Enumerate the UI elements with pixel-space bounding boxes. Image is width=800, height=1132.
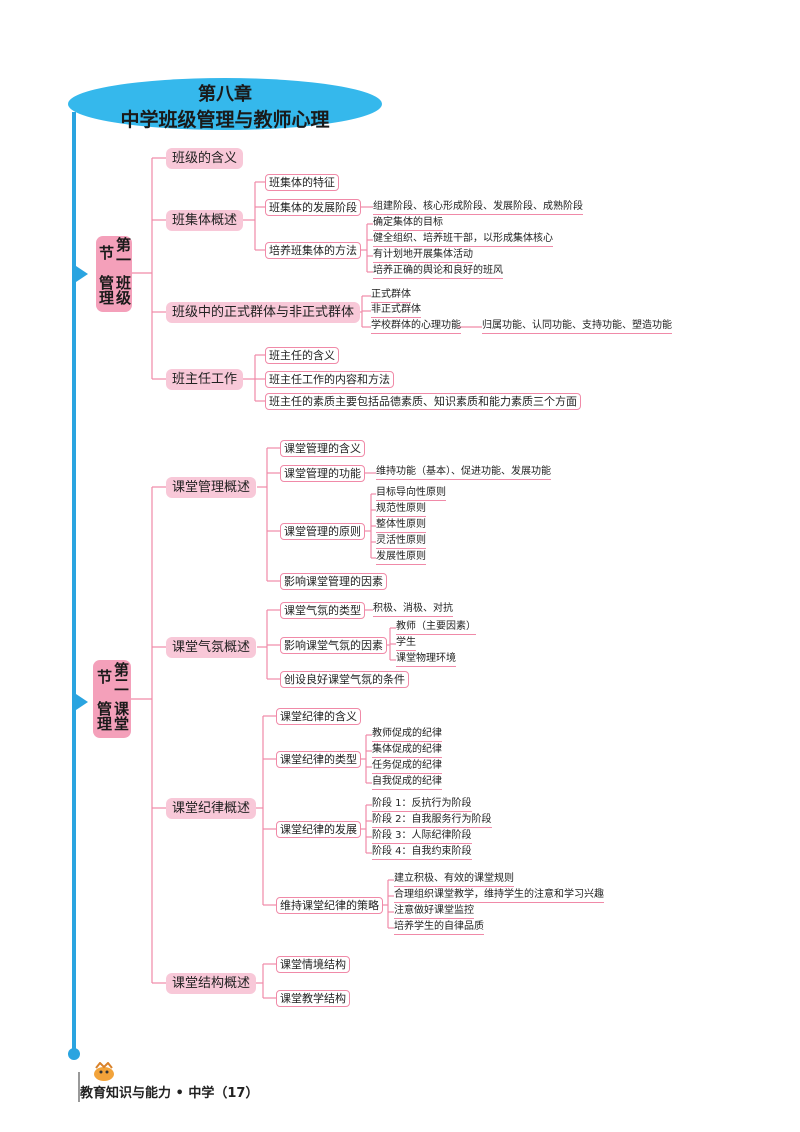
chapter-number: 第八章: [198, 84, 252, 105]
s1-t2-item-1: 班集体的特征: [265, 174, 339, 191]
s2-t1-principle-3: 整体性原则: [376, 518, 426, 533]
s2-t3-type-3: 任务促成的纪律: [372, 759, 442, 774]
s1-t2-method-4: 培养正确的舆论和良好的班风: [373, 264, 503, 279]
section2-box: 课堂管理 第二节: [93, 660, 131, 738]
s2-t1-functions: 维持功能（基本）、促进功能、发展功能: [376, 465, 551, 480]
s2-t2-item-2: 影响课堂气氛的因素: [280, 637, 387, 654]
s1-t3-functions: 归属功能、认同功能、支持功能、塑造功能: [482, 319, 672, 334]
s2-t1-item-3: 课堂管理的原则: [280, 523, 365, 540]
s2-t1-principle-2: 规范性原则: [376, 502, 426, 517]
s2-t4-item-1: 课堂情境结构: [276, 956, 350, 973]
s2-topic-4: 课堂结构概述: [166, 973, 257, 994]
s2-topic-1: 课堂管理概述: [166, 477, 257, 498]
s1-t2-stages: 组建阶段、核心形成阶段、发展阶段、成熟阶段: [373, 200, 583, 215]
s2-t2-factor-2: 学生: [396, 636, 416, 651]
s2-t3-item-3: 课堂纪律的发展: [276, 821, 361, 838]
s2-t3-item-2: 课堂纪律的类型: [276, 751, 361, 768]
s2-t3-strategy-1: 建立积极、有效的课堂规则: [394, 872, 514, 887]
s2-t2-item-1: 课堂气氛的类型: [280, 602, 365, 619]
s2-t1-principle-5: 发展性原则: [376, 550, 426, 565]
footer-divider: [78, 1072, 80, 1102]
s1-topic-2: 班集体概述: [166, 210, 244, 231]
s2-t3-strategy-3: 注意做好课堂监控: [394, 904, 474, 919]
s1-t4-item-1: 班主任的含义: [265, 347, 339, 364]
s1-t2-item-3: 培养班集体的方法: [265, 242, 361, 259]
chapter-title: 第八章 中学班级管理与教师心理: [68, 78, 382, 131]
s2-t2-types: 积极、消极、对抗: [373, 602, 453, 617]
s2-t3-type-2: 集体促成的纪律: [372, 743, 442, 758]
s2-t3-stage-3: 阶段 3：人际纪律阶段: [372, 829, 472, 844]
s1-t2-method-3: 有计划地开展集体活动: [373, 248, 473, 263]
s1-t2-item-2: 班集体的发展阶段: [265, 199, 361, 216]
s1-t3-item-3: 学校群体的心理功能: [371, 319, 461, 334]
s2-t2-factor-3: 课堂物理环境: [396, 652, 456, 667]
s1-t4-item-3: 班主任的素质主要包括品德素质、知识素质和能力素质三个方面: [265, 393, 581, 410]
footer-text: 教育知识与能力 • 中学（17）: [80, 1086, 259, 1101]
s1-t4-item-2: 班主任工作的内容和方法: [265, 371, 394, 388]
s2-t3-stage-2: 阶段 2：自我服务行为阶段: [372, 813, 492, 828]
s2-t1-item-1: 课堂管理的含义: [280, 440, 365, 457]
s2-t3-strategy-4: 培养学生的自律品质: [394, 920, 484, 935]
s2-t3-type-4: 自我促成的纪律: [372, 775, 442, 790]
s2-t1-principle-4: 灵活性原则: [376, 534, 426, 549]
s1-topic-4: 班主任工作: [166, 369, 244, 390]
s1-topic-3: 班级中的正式群体与非正式群体: [166, 302, 361, 323]
section1-arrow-icon: [76, 266, 88, 282]
section2-label: 第二节: [95, 661, 130, 692]
s2-t3-strategy-2: 合理组织课堂教学，维持学生的注意和学习兴趣: [394, 888, 604, 903]
main-spine: [72, 112, 76, 1054]
s2-t2-factor-1: 教师（主要因素）: [396, 620, 476, 635]
s1-t3-item-2: 非正式群体: [371, 303, 421, 318]
section2-name: 课堂管理: [95, 700, 130, 731]
section2-arrow-icon: [76, 694, 88, 710]
s2-t3-type-1: 教师促成的纪律: [372, 727, 442, 742]
s2-t1-item-4: 影响课堂管理的因素: [280, 573, 387, 590]
s2-topic-2: 课堂气氛概述: [166, 637, 257, 658]
s2-t3-stage-1: 阶段 1：反抗行为阶段: [372, 797, 472, 812]
s2-t3-stage-4: 阶段 4：自我约束阶段: [372, 845, 472, 860]
s1-t2-method-2: 健全组织、培养班干部，以形成集体核心: [373, 232, 553, 247]
s2-t1-item-2: 课堂管理的功能: [280, 465, 365, 482]
s1-t2-method-1: 确定集体的目标: [373, 216, 443, 231]
s1-topic-1: 班级的含义: [166, 148, 244, 169]
spine-end-dot: [68, 1048, 80, 1060]
chapter-name: 中学班级管理与教师心理: [120, 109, 330, 131]
s2-t3-item-1: 课堂纪律的含义: [276, 708, 361, 725]
s2-t4-item-2: 课堂教学结构: [276, 990, 350, 1007]
s1-t3-item-1: 正式群体: [371, 288, 411, 303]
section1-name: 班级管理: [97, 275, 132, 306]
s2-t3-item-4: 维持课堂纪律的策略: [276, 897, 383, 914]
s2-topic-3: 课堂纪律概述: [166, 798, 257, 819]
section1-label: 第一节: [97, 237, 132, 268]
s2-t1-principle-1: 目标导向性原则: [376, 486, 446, 501]
mascot-icon: [94, 1062, 114, 1081]
s2-t2-item-3: 创设良好课堂气氛的条件: [280, 671, 409, 688]
section1-box: 班级管理 第一节: [96, 236, 132, 312]
